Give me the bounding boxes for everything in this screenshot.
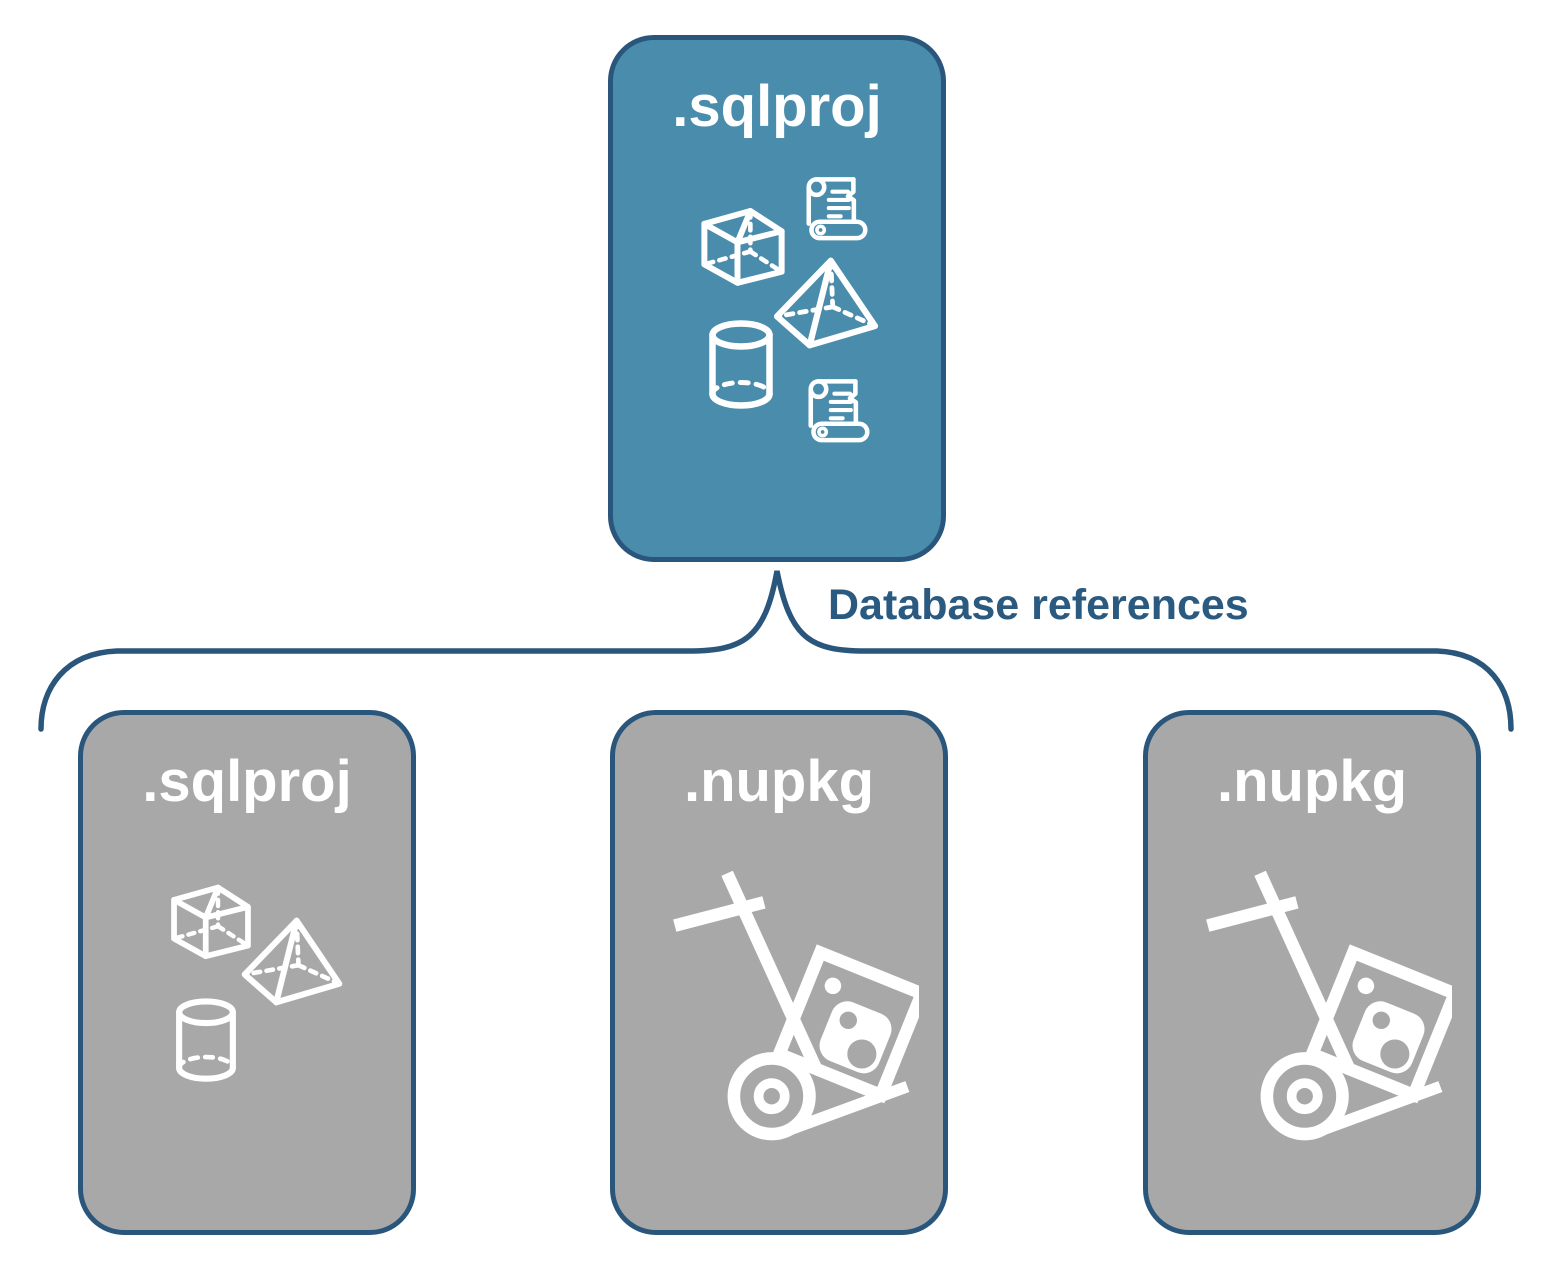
pyramid-icon xyxy=(241,915,343,1008)
sqlproj-root-box: .sqlproj xyxy=(608,35,946,562)
database-cylinder-icon xyxy=(173,998,239,1085)
root-box-label: .sqlproj xyxy=(672,74,882,139)
nuget-package-dolly-icon xyxy=(667,863,919,1155)
ref-box-label: .nupkg xyxy=(683,749,875,814)
nuget-package-dolly-icon xyxy=(1200,863,1452,1155)
ref-box-label: .nupkg xyxy=(1216,749,1408,814)
ref-box-sqlproj: .sqlproj xyxy=(78,710,416,1235)
ref-box-nupkg-1: .nupkg xyxy=(610,710,948,1235)
database-cylinder-icon xyxy=(706,320,776,412)
pyramid-icon xyxy=(773,255,879,351)
ref-box-label: .sqlproj xyxy=(142,749,352,814)
scroll-icon xyxy=(796,168,878,250)
database-references-label: Database references xyxy=(828,581,1249,629)
scroll-icon xyxy=(798,370,880,452)
ref-box-nupkg-2: .nupkg xyxy=(1143,710,1481,1235)
